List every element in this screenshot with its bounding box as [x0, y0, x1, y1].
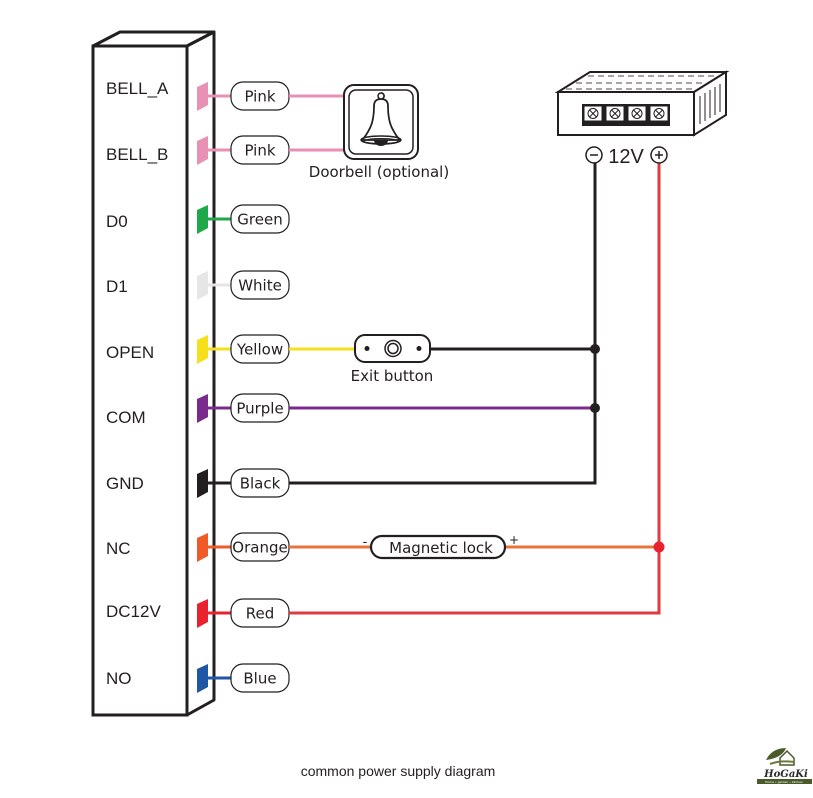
psu-terminals: [583, 105, 669, 122]
hogaki-logo: HoGaKi Home • garden • kitchen: [757, 748, 812, 784]
logo-tagline: Home • garden • kitchen: [765, 780, 803, 784]
psu-screw-terminal: [627, 105, 647, 122]
logo-tagline-bar: [757, 779, 812, 784]
junction-dot: [653, 541, 665, 553]
pin-row-nc: NC Orange: [106, 532, 290, 562]
junction-dot: [590, 344, 600, 354]
wire-dc12v-to-psu-plus: [289, 163, 661, 615]
controller-front-face: [91, 44, 189, 717]
wire-gnd-to-psu-minus: [289, 163, 597, 485]
psu-screw-terminal: [605, 105, 625, 122]
terminal-tab: [197, 394, 208, 423]
pin-label: NO: [106, 669, 132, 688]
pin-label: OPEN: [106, 343, 154, 362]
pin-row-dc12v: DC12V Red: [106, 598, 290, 628]
wire-color-label: Yellow: [236, 341, 283, 359]
doorbell-device: Doorbell (optional): [309, 84, 449, 181]
pin-row-d1: D1 White: [106, 270, 290, 300]
wire-color-tag: [230, 204, 290, 234]
terminal-tab: [197, 533, 208, 562]
lock-plus-sign: +: [509, 533, 519, 547]
doorbell-label: Doorbell (optional): [309, 163, 449, 181]
psu-terminal-block: [582, 104, 670, 126]
terminal-tab: [197, 271, 208, 300]
pin-row-no: NO Blue: [106, 663, 290, 693]
psu-voltage-label: 12V: [608, 146, 644, 168]
pin-label: BELL_A: [106, 79, 169, 98]
pin-row-open: OPEN Yellow: [106, 334, 290, 364]
magnetic-lock-device: Magnetic lock - +: [363, 533, 519, 560]
psu-side-vents: [699, 84, 721, 124]
logo-wordmark: HoGaKi: [763, 769, 808, 780]
pin-label: NC: [106, 539, 131, 558]
magnetic-lock-label: Magnetic lock: [389, 539, 493, 557]
terminal-tab: [197, 335, 208, 364]
pin-label: DC12V: [106, 602, 161, 621]
wire-color-label: Orange: [232, 539, 287, 557]
wire-color-tag: [230, 270, 290, 300]
terminal-tab: [197, 664, 208, 693]
exit-button-device: Exit button: [351, 334, 434, 385]
leaf-swoosh: [769, 760, 795, 765]
terminal-tab: [197, 469, 208, 498]
wire-color-label: Blue: [243, 670, 276, 688]
wire-color-label: Red: [246, 605, 275, 623]
wire-color-label: Pink: [244, 142, 275, 160]
push-button-inner: [387, 342, 399, 355]
wire-color-tag: [230, 663, 290, 693]
wire-color-label: Purple: [236, 400, 283, 418]
psu-screw-terminal: [583, 105, 603, 122]
pin-label: BELL_B: [106, 145, 168, 164]
terminal-tab: [197, 136, 208, 165]
power-supply-device: 12V: [554, 70, 730, 168]
pin-label: D1: [106, 277, 128, 296]
terminal-tab: [197, 599, 208, 628]
psu-screw-terminal: [649, 105, 669, 122]
wire-color-label: Pink: [244, 88, 275, 106]
wires-layer: [289, 94, 665, 615]
wire-color-label: Green: [237, 211, 282, 229]
pin-label: D0: [106, 212, 128, 231]
pin-row-d0: D0 Green: [106, 204, 290, 234]
screw-dot: [364, 346, 370, 351]
bell-icon: [360, 92, 402, 146]
pin-row-bell_a: BELL_A Pink: [106, 79, 290, 111]
leaf-icon: [766, 748, 786, 760]
pin-label: COM: [106, 408, 146, 427]
exit-button-label: Exit button: [351, 367, 434, 385]
screw-dot: [416, 346, 422, 351]
pin-row-bell_b: BELL_B Pink: [106, 135, 290, 165]
terminal-tab: [197, 205, 208, 234]
magnetic-lock-body: [369, 534, 507, 560]
wire-color-label: White: [238, 277, 282, 295]
lock-minus-sign: -: [363, 535, 368, 550]
pin-row-com: COM Purple: [106, 393, 290, 427]
terminal-tab: [197, 82, 208, 111]
junction-dot: [590, 403, 600, 413]
wire-color-label: Black: [240, 475, 281, 493]
psu-vent-lines: [566, 75, 714, 90]
pin-label: GND: [106, 474, 144, 493]
diagram-caption: common power supply diagram: [301, 763, 496, 779]
